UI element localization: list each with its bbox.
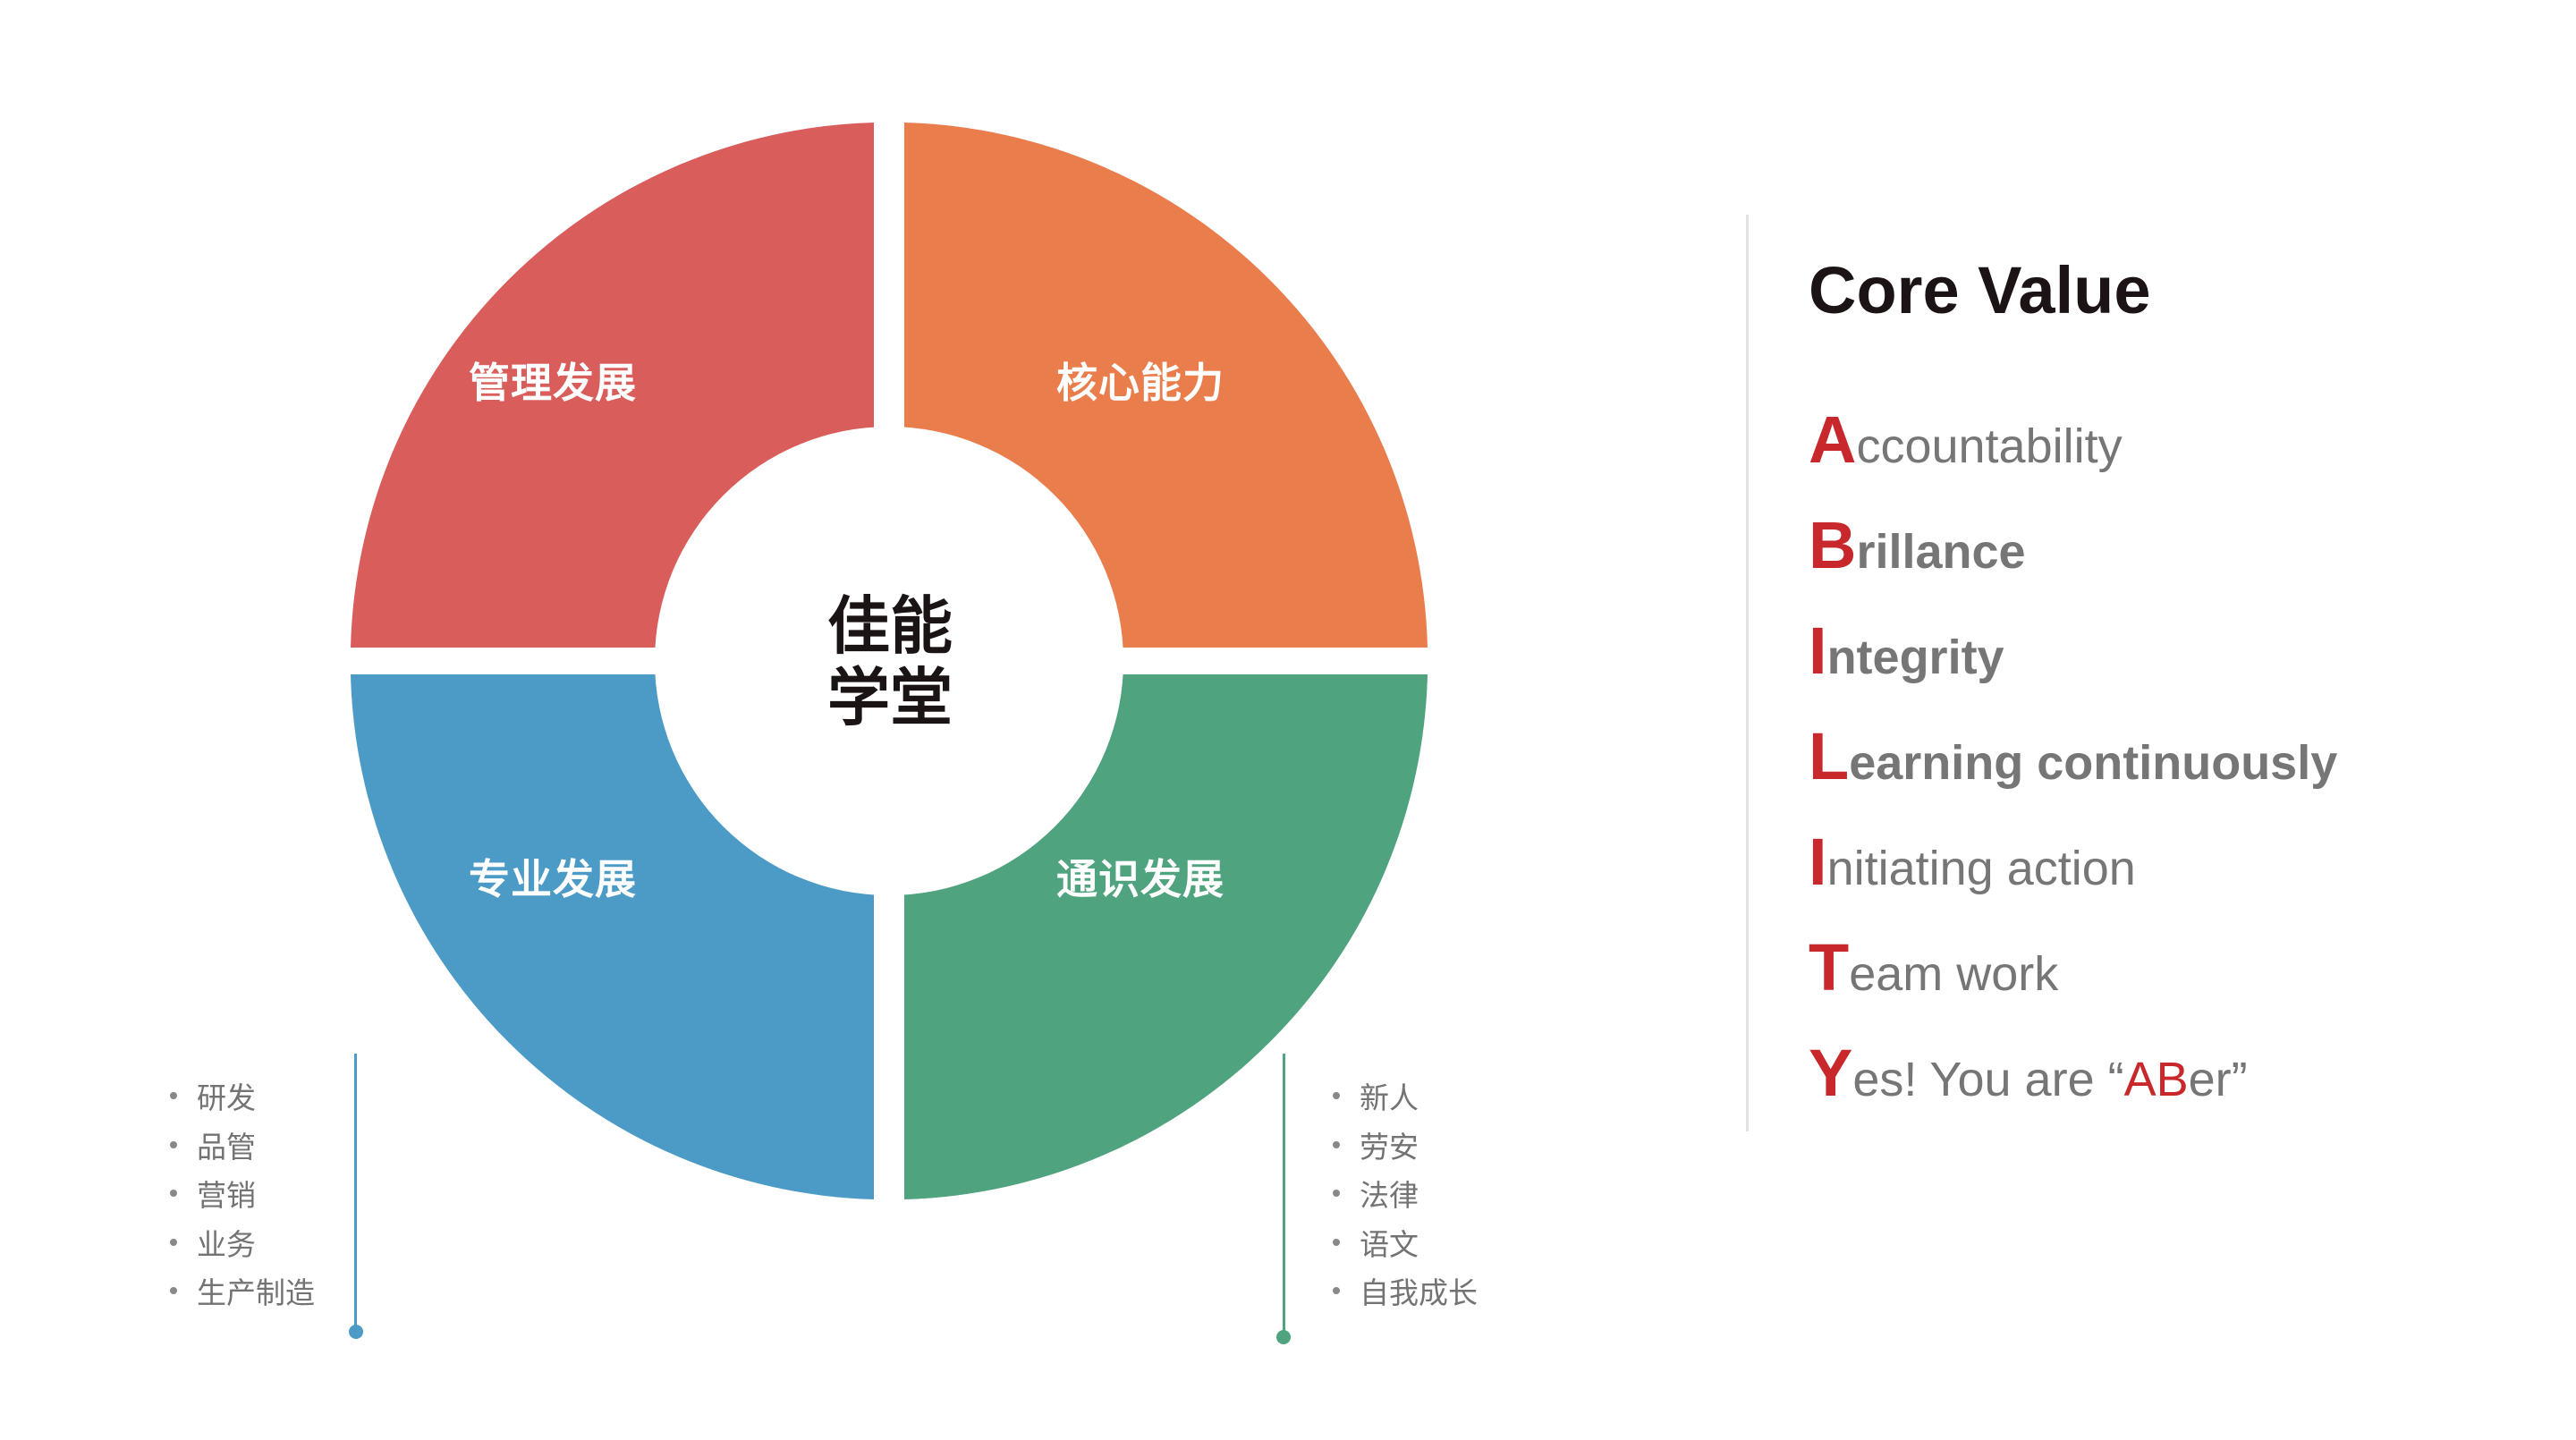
value-initial: B xyxy=(1809,508,1857,582)
list-item: 新人 xyxy=(1333,1072,1478,1121)
value-text: earning continuously xyxy=(1849,736,2338,790)
core-value-item: Integrity xyxy=(1809,618,2004,684)
bullet-icon xyxy=(170,1190,177,1198)
professional-list: 研发 品管 营销 业务 生产制造 xyxy=(170,1072,315,1316)
value-text-accent: AB xyxy=(2123,1053,2189,1106)
bullet-icon xyxy=(1333,1287,1340,1295)
value-text: nitiating action xyxy=(1826,842,2136,895)
panel-divider xyxy=(1746,215,1749,1131)
segment-core-competency xyxy=(904,123,1428,648)
value-initial: L xyxy=(1809,719,1850,793)
segment-label-professional: 专业发展 xyxy=(469,855,637,903)
value-text-suffix: er” xyxy=(2188,1053,2248,1106)
value-initial: Y xyxy=(1809,1036,1853,1110)
list-item: 业务 xyxy=(170,1218,315,1267)
connector-dot-professional xyxy=(349,1325,363,1339)
segment-label-general: 通识发展 xyxy=(1056,855,1224,903)
core-value-item: Brillance xyxy=(1809,512,2026,579)
list-item: 品管 xyxy=(170,1121,315,1170)
bullet-icon xyxy=(1333,1190,1340,1198)
list-item: 研发 xyxy=(170,1072,315,1121)
segment-professional xyxy=(351,674,874,1199)
list-item: 法律 xyxy=(1333,1169,1478,1218)
list-item: 自我成长 xyxy=(1333,1266,1478,1316)
list-item: 劳安 xyxy=(1333,1121,1478,1170)
core-value-item: Learning continuously xyxy=(1809,724,2337,790)
connector-dot-general xyxy=(1276,1330,1291,1344)
list-item: 语文 xyxy=(1333,1218,1478,1267)
bullet-icon xyxy=(170,1140,177,1148)
value-text: ntegrity xyxy=(1826,631,2004,684)
list-item: 生产制造 xyxy=(170,1266,315,1316)
core-value-item: Initiating action xyxy=(1809,829,2136,895)
core-value-item: Team work xyxy=(1809,935,2058,1001)
core-value-item: Accountability xyxy=(1809,407,2123,473)
value-initial: A xyxy=(1809,402,1857,477)
value-text: rillance xyxy=(1856,525,2026,579)
bullet-icon xyxy=(1333,1092,1340,1100)
segment-general xyxy=(904,674,1428,1199)
segment-label-core-competency: 核心能力 xyxy=(1056,359,1224,407)
bullet-icon xyxy=(170,1287,177,1295)
core-value-title: Core Value xyxy=(1809,253,2151,327)
value-initial: T xyxy=(1809,930,1850,1004)
bullet-icon xyxy=(170,1092,177,1100)
segment-management xyxy=(351,123,874,648)
connector-line-general xyxy=(1283,1054,1285,1338)
value-text: eam work xyxy=(1849,947,2059,1001)
core-value-item: Yes! You are “ABer” xyxy=(1809,1040,2248,1106)
value-initial: I xyxy=(1809,614,1827,688)
center-title-line-2: 学堂 xyxy=(827,661,953,734)
connector-line-professional xyxy=(354,1054,357,1331)
value-text: ccountability xyxy=(1856,419,2123,473)
segment-label-management: 管理发展 xyxy=(469,359,637,407)
general-list: 新人 劳安 法律 语文 自我成长 xyxy=(1333,1072,1478,1316)
value-initial: I xyxy=(1809,825,1827,899)
bullet-icon xyxy=(170,1238,177,1246)
center-title: 佳能 学堂 xyxy=(801,590,979,733)
center-title-line-1: 佳能 xyxy=(827,589,953,663)
list-item: 营销 xyxy=(170,1169,315,1218)
value-text-prefix: es! You are “ xyxy=(1852,1053,2124,1106)
bullet-icon xyxy=(1333,1140,1340,1148)
bullet-icon xyxy=(1333,1238,1340,1246)
